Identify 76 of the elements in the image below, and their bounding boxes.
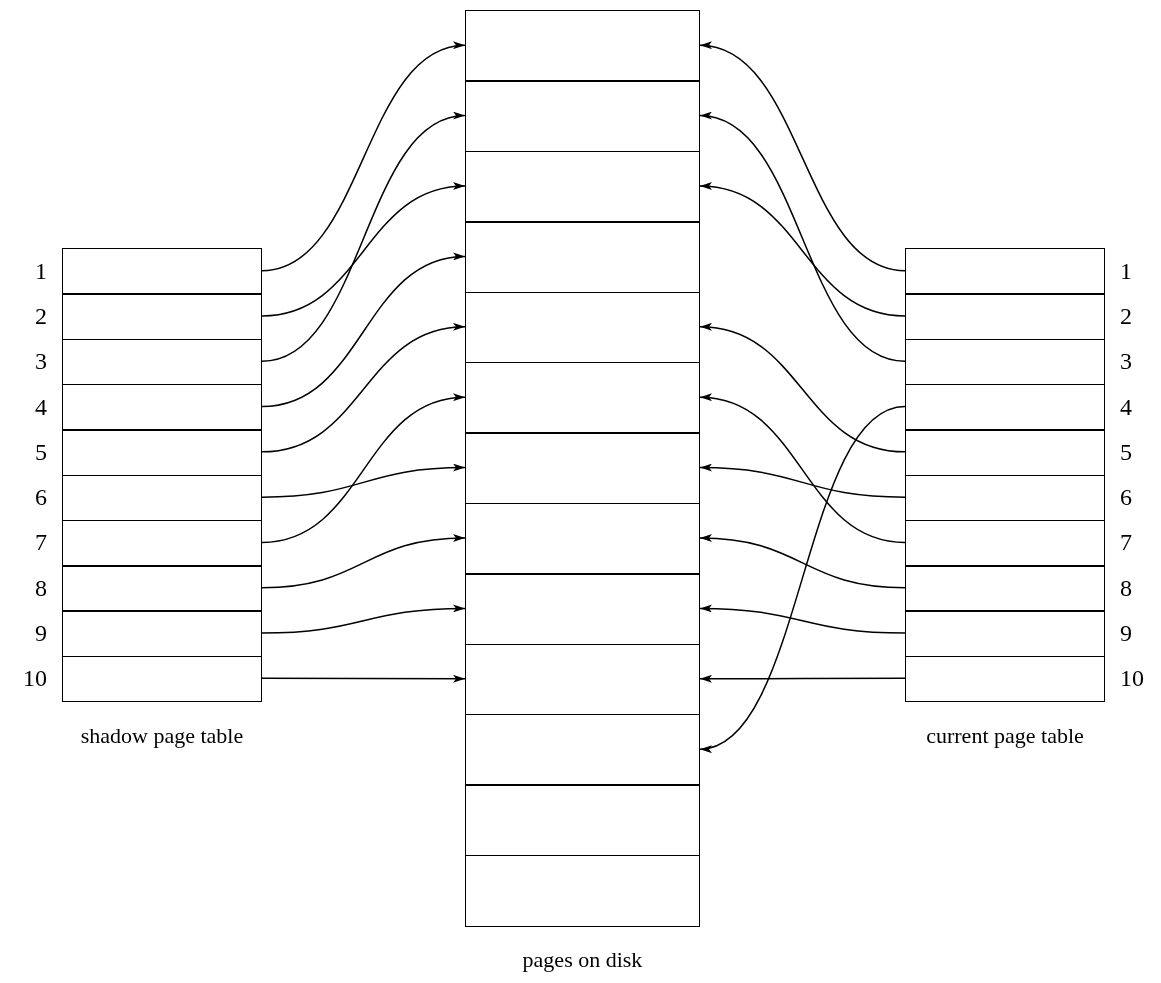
disk-page (465, 784, 700, 857)
table-title: current page table (925, 723, 1085, 749)
table-row (62, 655, 262, 703)
row-number: 5 (35, 437, 47, 466)
row-number: 9 (35, 619, 47, 648)
arrow (699, 405, 906, 750)
table-row (905, 248, 1105, 295)
row-number: 10 (1120, 664, 1144, 693)
arrow (699, 394, 906, 544)
row-number: 6 (1120, 483, 1132, 512)
row-number: 7 (1120, 528, 1132, 557)
table-row (905, 293, 1105, 341)
row-number: 1 (1120, 256, 1132, 285)
table-row (62, 565, 262, 612)
row-number: 5 (1120, 437, 1132, 466)
disk-page (465, 80, 700, 153)
arrow (699, 114, 906, 362)
table-row (62, 429, 262, 476)
row-number: 1 (35, 256, 47, 285)
row-number: 3 (35, 347, 47, 376)
arrow (261, 604, 466, 634)
row-number: 9 (1120, 619, 1132, 648)
arrow (699, 604, 906, 634)
disk-page (465, 291, 700, 364)
arrow (261, 253, 466, 408)
disk-page (465, 854, 700, 927)
table-title: pages on disk (521, 947, 644, 974)
row-number: 4 (35, 392, 47, 421)
table-row (905, 474, 1105, 522)
arrow (261, 463, 466, 498)
table-row (905, 338, 1105, 386)
row-number: 8 (1120, 573, 1132, 602)
arrow (699, 183, 906, 317)
row-number: 8 (35, 573, 47, 602)
row-number: 2 (1120, 301, 1132, 330)
table-row (62, 610, 262, 658)
table-row (62, 338, 262, 386)
arrow (261, 324, 466, 453)
table-row (62, 383, 262, 431)
disk-page (465, 221, 700, 294)
table-row (905, 565, 1105, 612)
disk-page (465, 150, 700, 223)
disk-page (465, 10, 700, 82)
arrow (699, 534, 906, 589)
table-row (62, 519, 262, 567)
disk-page (465, 714, 700, 786)
arrow (261, 114, 466, 362)
row-number: 2 (35, 301, 47, 330)
row-number: 10 (23, 664, 47, 693)
row-number: 7 (35, 528, 47, 557)
table-title: shadow page table (79, 723, 245, 749)
disk-page (465, 502, 700, 575)
table-row (905, 610, 1105, 658)
arrow (699, 674, 906, 683)
row-number: 6 (35, 483, 47, 512)
table-row (62, 293, 262, 341)
arrow (699, 324, 906, 453)
arrow (261, 43, 466, 272)
table-row (905, 655, 1105, 703)
arrow (261, 534, 466, 589)
arrow (699, 463, 906, 498)
arrow (261, 183, 466, 317)
disk-page (465, 643, 700, 716)
arrow (699, 43, 906, 272)
table-row (62, 474, 262, 522)
table-row (62, 248, 262, 295)
arrow (261, 394, 466, 544)
table-row (905, 383, 1105, 431)
disk-page (465, 362, 700, 434)
arrow (261, 674, 466, 683)
disk-page (465, 432, 700, 505)
row-number: 3 (1120, 347, 1132, 376)
row-number: 4 (1120, 392, 1132, 421)
table-row (905, 429, 1105, 476)
disk-page (465, 573, 700, 646)
table-row (905, 519, 1105, 567)
